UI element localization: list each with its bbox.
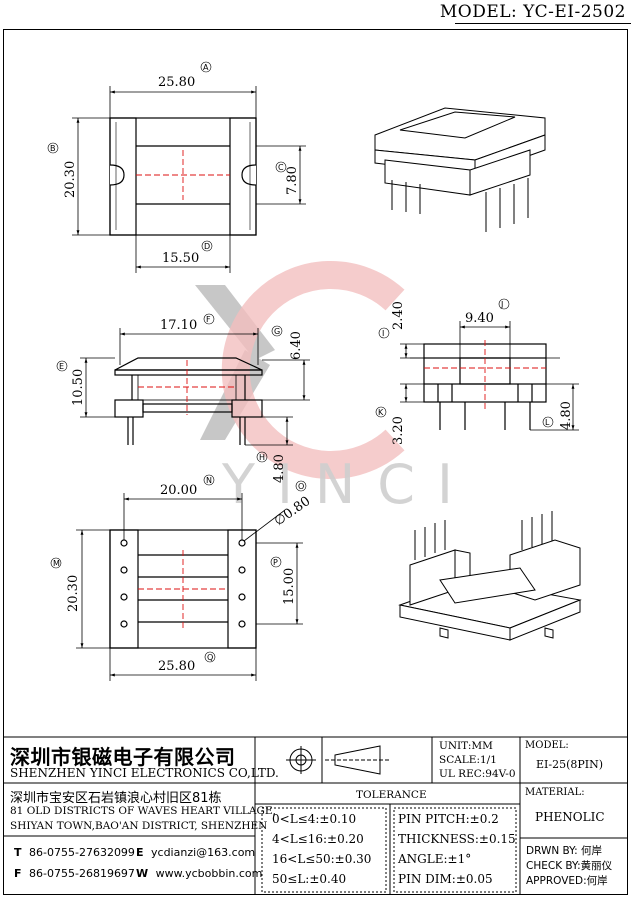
model-title: MODEL: YC-EI-2502 [439, 2, 626, 22]
web-value: www.ycbobbin.com [155, 867, 263, 880]
dim-F-label: F [206, 315, 211, 324]
dim-P-value: 15.00 [282, 568, 297, 605]
projection-symbol-icon [286, 745, 390, 775]
material-label: MATERIAL: [525, 787, 585, 798]
contact-web: W www.ycbobbin.com [136, 867, 262, 880]
dim-G-value: 6.40 [289, 331, 304, 360]
dim-K [400, 383, 424, 403]
web-key: W [136, 867, 149, 880]
dim-E [80, 357, 115, 418]
contact-tel: T 86-0755-27632099 [14, 846, 135, 859]
dim-B-label: B [50, 144, 56, 153]
dim-P-label: P [273, 558, 278, 567]
dim-O [243, 509, 286, 542]
dim-Q-value: 25.80 [158, 659, 195, 674]
dim-B [72, 117, 110, 236]
title-block-grid [3, 736, 628, 895]
email-value: ycdianzi@163.com [151, 846, 256, 859]
tolerance-left-1: 0<L≤4:±0.10 [272, 812, 357, 826]
fax-key: F [14, 867, 22, 880]
tolerance-right-4: PIN DIM:±0.05 [398, 872, 493, 886]
dim-B-value: 20.30 [63, 161, 78, 198]
dim-C-value: 7.80 [285, 166, 300, 195]
dim-L-label: L [545, 418, 550, 427]
dim-L [530, 383, 579, 431]
company-name-cn: 深圳市银磁电子有限公司 [10, 745, 236, 769]
dim-C [256, 145, 306, 205]
address-en-line1: 81 OLD DISTRICTS OF WAVES HEART VILLAGE, [10, 805, 276, 817]
dim-D-label: D [204, 242, 210, 251]
dim-H-value: 4.80 [272, 454, 287, 483]
dim-J-value: 9.40 [465, 311, 494, 326]
scale-text: SCALE:1/1 [439, 754, 497, 766]
dim-D [135, 235, 231, 273]
dim-C-label: C [278, 163, 284, 172]
dim-M-value: 20.30 [66, 575, 81, 612]
dim-F [119, 328, 259, 365]
watermark-text: YINCI [221, 453, 475, 516]
check-by: CHECK BY:黄丽仪 [526, 860, 613, 872]
dim-N-label: N [206, 476, 212, 485]
dim-N [123, 493, 243, 540]
dim-K-label: K [378, 408, 384, 417]
address-cn: 深圳市宝安区石岩镇浪心村旧区81栋 [10, 791, 222, 806]
material-value: PHENOLIC [535, 810, 605, 824]
dim-K-value: 3.20 [391, 416, 406, 445]
dim-Q-label: Q [207, 653, 213, 662]
tolerance-title: TOLERANCE [356, 789, 427, 801]
dim-I [400, 343, 424, 359]
model-title-underline [455, 23, 631, 24]
email-key: E [136, 846, 144, 859]
dim-A-value: 25.80 [158, 75, 195, 90]
dim-P [256, 542, 303, 625]
dim-Q [109, 648, 257, 681]
ul-rec-text: UL REC:94V-0 [439, 768, 516, 780]
side-view [410, 340, 560, 430]
iso-view-top [374, 107, 546, 232]
dim-I-value: 2.40 [391, 301, 406, 330]
dim-E-value: 10.50 [71, 369, 86, 406]
contact-email: E ycdianzi@163.com [136, 846, 255, 859]
dim-G-label: G [274, 327, 280, 336]
address-en-line2: SHIYAN TOWN,BAO'AN DISTRICT, SHENZHEN [10, 820, 268, 832]
tolerance-right-2: THICKNESS:±0.15 [398, 832, 516, 846]
unit-text: UNIT:MM [439, 740, 493, 752]
model-label: MODEL: [525, 740, 569, 751]
tolerance-left-4: 50≤L:±0.40 [272, 872, 347, 886]
tolerance-right-3: ANGLE:±1° [398, 852, 472, 866]
dim-H [245, 416, 293, 446]
dim-M [76, 529, 110, 649]
dim-N-value: 20.00 [160, 483, 197, 498]
dim-E-label: E [59, 362, 64, 371]
approved-by: APPROVED:何岸 [526, 875, 608, 887]
dim-D-value: 15.50 [162, 251, 199, 266]
front-view [114, 357, 263, 445]
dim-G [262, 359, 310, 401]
dim-O-label: O [298, 482, 304, 491]
dim-F-value: 17.10 [160, 318, 197, 333]
dim-L-value: 4.80 [559, 401, 574, 430]
tolerance-left-3: 16<L≤50:±0.30 [272, 852, 372, 866]
company-name-en: SHENZHEN YINCI ELECTRONICS CO,LTD. [10, 766, 279, 780]
fax-value: 86-0755-26819697 [29, 867, 135, 880]
drawing-frame [3, 29, 628, 895]
dim-M-label: M [53, 559, 60, 568]
dim-J [459, 321, 511, 358]
dim-H-label: H [259, 453, 265, 462]
model-value: EI-25(8PIN) [536, 758, 604, 771]
drawn-by: DRWN BY: 何岸 [526, 845, 603, 857]
tel-key: T [14, 846, 22, 859]
contact-fax: F 86-0755-26819697 [14, 867, 135, 880]
tolerance-right-1: PIN PITCH:±0.2 [398, 812, 499, 826]
bottom-view [109, 529, 257, 649]
tel-value: 86-0755-27632099 [29, 846, 135, 859]
dim-I-label: I [382, 329, 384, 338]
top-view [109, 117, 257, 236]
iso-view-bottom [398, 511, 582, 641]
dim-J-label: J [500, 300, 503, 309]
dim-A [109, 86, 257, 118]
tolerance-left-2: 4<L≤16:±0.20 [272, 832, 364, 846]
dim-A-label: A [203, 63, 209, 72]
